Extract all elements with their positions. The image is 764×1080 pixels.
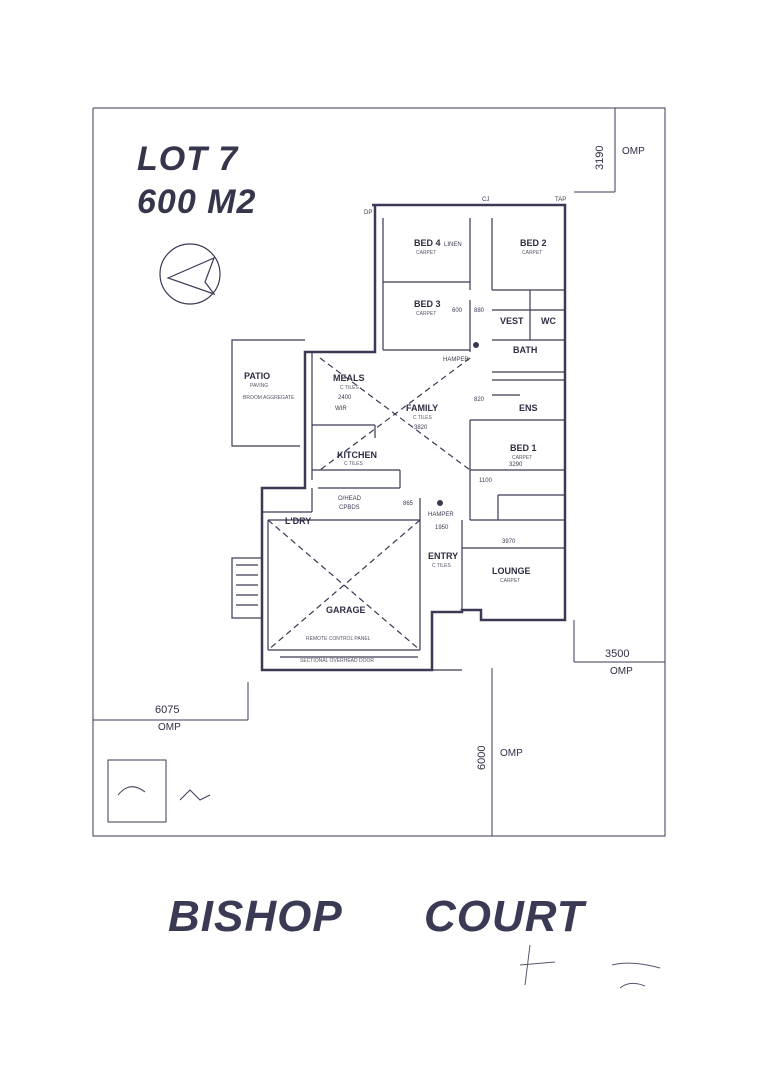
- room-bed1-dim: 3290: [509, 462, 523, 468]
- label-tap: TAP: [555, 197, 567, 203]
- label-3970: 3970: [502, 539, 516, 545]
- house-walls: [260, 203, 567, 672]
- room-bed4-floor: CARPET: [416, 250, 437, 256]
- room-family-floor: C TILES: [413, 415, 432, 421]
- setback-side-left: 6075: [155, 704, 180, 716]
- room-bed2: BED 2: [520, 238, 547, 248]
- room-bed4: BED 4: [414, 238, 441, 248]
- room-bath: BATH: [513, 345, 538, 355]
- room-bed1-floor: CARPET: [512, 455, 533, 461]
- room-family: FAMILY: [406, 403, 439, 413]
- setback-side-right-unit: OMP: [610, 666, 633, 677]
- room-entry: ENTRY: [428, 551, 459, 561]
- room-bed3-floor: CARPET: [416, 311, 437, 317]
- room-garage: GARAGE: [326, 605, 366, 615]
- setback-front: 6000: [476, 745, 488, 770]
- label-820: 820: [474, 397, 485, 403]
- setback-front-unit: OMP: [500, 748, 523, 759]
- garage-note-1: REMOTE CONTROL PANEL: [306, 636, 371, 642]
- sketch-icon: [179, 789, 211, 801]
- room-entry-floor: C TILES: [432, 563, 451, 569]
- room-lounge-floor: CARPET: [500, 578, 521, 584]
- lot-number: LOT 7: [137, 140, 239, 178]
- room-kitchen-floor: C TILES: [344, 461, 363, 467]
- label-cj: CJ: [482, 197, 490, 203]
- room-meals-floor: C TILES: [340, 385, 359, 391]
- street-word-2: COURT: [424, 892, 585, 941]
- label-1950: 1950: [435, 525, 449, 531]
- label-1100: 1100: [479, 478, 492, 484]
- lot-boundary: [92, 107, 666, 837]
- room-family-dim: 3820: [414, 425, 428, 431]
- room-meals: MEALS: [333, 373, 365, 383]
- setback-rear: 3190: [594, 145, 606, 170]
- room-ldry: L'DRY: [285, 516, 312, 526]
- label-865: 865: [403, 501, 414, 507]
- label-dp: DP: [364, 210, 373, 216]
- label-880: 880: [474, 308, 485, 314]
- room-vest: VEST: [500, 316, 524, 326]
- room-meals-dim: 2400: [338, 395, 352, 401]
- setback-rear-unit: OMP: [622, 146, 645, 157]
- room-ens: ENS: [519, 403, 538, 413]
- setback-side-right: 3500: [605, 648, 630, 660]
- sketch-box-1: [107, 759, 167, 823]
- label-wir: WIR: [335, 406, 347, 412]
- room-bed2-floor: CARPET: [522, 250, 543, 256]
- lot-area: 600 M2: [137, 183, 257, 221]
- room-kitchen: KITCHEN: [337, 450, 377, 460]
- room-patio: PATIO: [244, 371, 271, 381]
- room-lounge: LOUNGE: [492, 566, 531, 576]
- room-bed1: BED 1: [510, 443, 537, 453]
- room-bed3: BED 3: [414, 299, 441, 309]
- label-linen: LINEN: [444, 242, 462, 248]
- signature: [519, 944, 661, 989]
- room-wc: WC: [541, 316, 556, 326]
- label-cpbds: CPBDS: [339, 505, 360, 511]
- label-ohead: O/HEAD: [338, 496, 362, 502]
- street-word-1: BISHOP: [168, 892, 343, 941]
- room-patio-finish: BROOM AGGREGATE: [243, 395, 295, 401]
- north-arrow-icon: [159, 243, 221, 305]
- room-patio-floor: PAVING: [250, 383, 269, 389]
- label-hamper-2: HAMPER: [428, 512, 454, 518]
- label-hamper-1: HAMPER: [443, 357, 469, 363]
- setback-side-left-unit: OMP: [158, 722, 181, 733]
- label-600: 600: [452, 308, 463, 314]
- garage-note-2: SECTIONAL OVERHEAD DOOR: [300, 658, 374, 664]
